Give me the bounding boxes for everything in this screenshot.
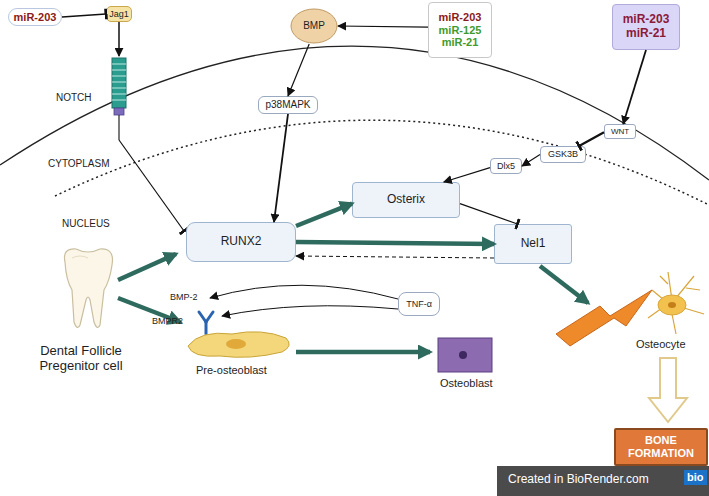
node-text: BMP — [303, 20, 325, 32]
feedback-arrow — [296, 256, 494, 258]
activation-arrow — [288, 44, 309, 96]
node-text: Dlx5 — [497, 161, 515, 171]
cell-nucleus — [226, 339, 246, 349]
protein-box: p38MAPK — [258, 96, 318, 114]
node-text: miR-203 — [623, 13, 670, 27]
osteocyte-cell — [648, 272, 704, 334]
osteocyte-body — [658, 295, 686, 315]
activation-arrow — [444, 168, 490, 182]
pre-osteoblast-cell — [188, 332, 289, 358]
node-text: WNT — [611, 127, 629, 136]
signal-arrow — [222, 306, 398, 316]
tooth-shading — [72, 256, 88, 258]
cell-nucleus — [459, 351, 467, 359]
cell-membrane — [0, 46, 709, 180]
mirna-box: miR-203 — [8, 8, 62, 26]
structure-label: NOTCH — [56, 92, 92, 104]
activation-arrow — [274, 114, 288, 222]
region-label: NUCLEUS — [62, 218, 110, 230]
transcription-factor-box: Osterix — [352, 182, 460, 218]
activation-arrow — [338, 26, 428, 27]
watermark-bar — [497, 466, 709, 496]
node-text: miR-203 — [14, 11, 57, 24]
cell-label: Dental Follicle Pregenitor cell — [16, 344, 146, 374]
protein-box: WNT — [604, 124, 636, 139]
mirna-box: miR-203miR-21 — [612, 4, 680, 50]
node-text: miR-21 — [442, 36, 479, 49]
cell-label: Osteocyte — [636, 338, 686, 351]
node-text: BONE FORMATION — [619, 434, 703, 459]
differentiation-arrow — [540, 266, 588, 303]
node-text: Osterix — [387, 193, 425, 207]
protein-box: GSK3B — [540, 146, 586, 163]
watermark-logo: bio — [684, 470, 707, 485]
node-text: Nel1 — [521, 237, 546, 251]
cell-nucleus — [668, 302, 676, 308]
node-text: RUNX2 — [221, 235, 262, 249]
cell-label: Pre-osteoblast — [196, 364, 267, 377]
node-text: miR-203 — [439, 11, 482, 24]
ligand-box: Jag1 — [106, 6, 132, 22]
receptor-label: BMPR2 — [152, 316, 183, 326]
cell-label: Osteoblast — [440, 377, 493, 390]
signal-arrow — [210, 285, 398, 299]
ligand-arrow — [118, 22, 120, 56]
outcome-arrow — [649, 358, 687, 422]
inhibition-arrow — [579, 132, 604, 146]
pathway-arrow — [296, 204, 352, 226]
node-text: TNF-α — [406, 299, 432, 309]
node-text: Jag1 — [109, 9, 129, 19]
cytokine-box: TNF-α — [398, 292, 440, 316]
protein-box: Dlx5 — [490, 158, 522, 174]
molecule-label: BMP-2 — [170, 292, 198, 302]
ligand-ellipse: BMP — [290, 8, 338, 44]
mature-cell-shape — [556, 290, 652, 346]
activation-arrow — [522, 155, 540, 167]
node-text: miR-125 — [439, 24, 482, 37]
osteoblast-cell — [438, 338, 492, 372]
inhibition-line — [119, 140, 184, 231]
mirna-box: miR-203miR-125miR-21 — [428, 2, 492, 58]
tooth-illustration — [64, 249, 112, 327]
ellipse-shape — [291, 9, 337, 43]
node-text: GSK3B — [548, 149, 578, 159]
activation-arrow — [623, 50, 646, 124]
bmpr2-receptor — [199, 312, 213, 334]
differentiation-arrow — [118, 254, 176, 280]
outcome-box: BONE FORMATION — [614, 428, 708, 466]
watermark-text: Created in BioRender.com — [508, 473, 649, 487]
transcription-factor-box: RUNX2 — [186, 222, 296, 262]
node-text: miR-21 — [626, 27, 666, 41]
inhibition-arrow — [460, 204, 517, 224]
node-text: p38MAPK — [265, 99, 310, 111]
protein-box: Nel1 — [494, 224, 572, 264]
inhibition-arrow — [62, 14, 106, 17]
differentiation-arrow — [296, 350, 430, 355]
pathway-arrow — [296, 242, 494, 244]
notch-receptor — [112, 58, 126, 140]
region-label: CYTOPLASM — [48, 158, 110, 170]
